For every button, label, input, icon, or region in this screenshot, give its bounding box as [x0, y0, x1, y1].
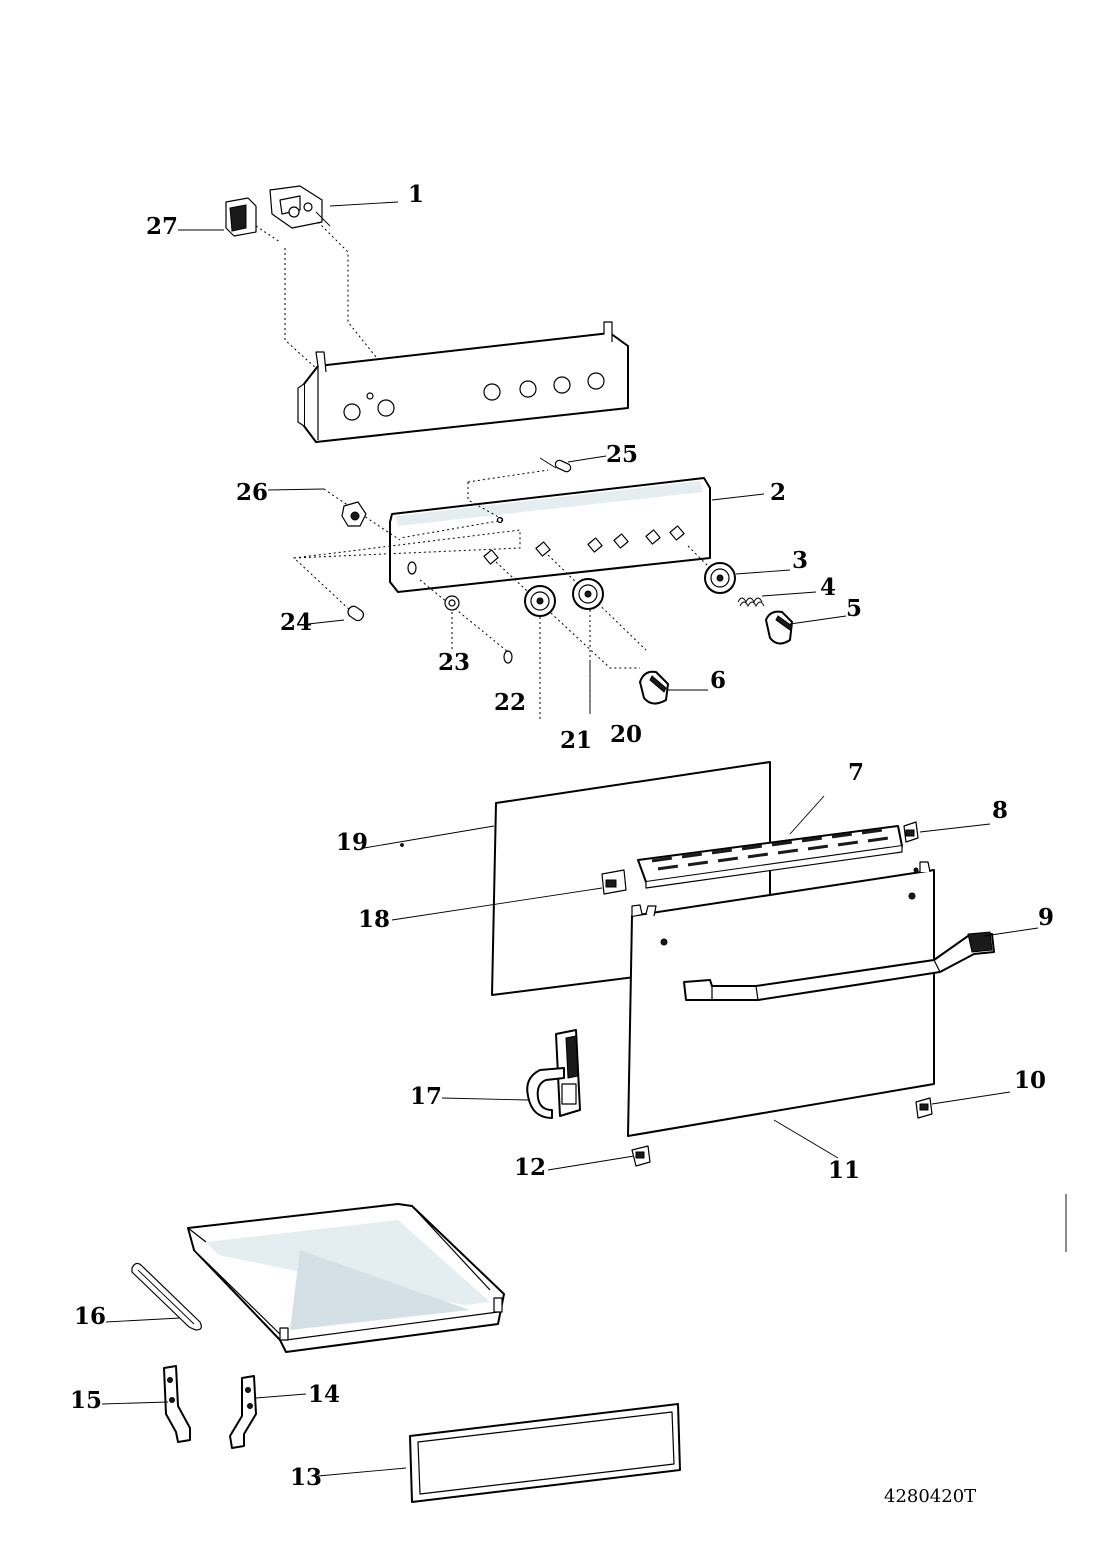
part-bracket-14 — [229, 1375, 257, 1449]
part-drawer-tray — [187, 1203, 505, 1353]
callout-10: 10 — [1014, 1067, 1046, 1094]
callout-24: 24 — [280, 609, 312, 636]
part-knob-ring-3 — [704, 562, 736, 594]
callout-8: 8 — [992, 797, 1008, 824]
callout-20: 20 — [610, 721, 642, 748]
callout-19: 19 — [336, 829, 368, 856]
callout-15: 15 — [70, 1387, 102, 1414]
callout-3: 3 — [792, 547, 808, 574]
part-clip-10 — [915, 1097, 933, 1119]
callout-11: 11 — [828, 1157, 860, 1184]
part-igniter-button-26 — [341, 501, 367, 527]
part-knob-ring-21 — [524, 585, 556, 617]
part-spring-4 — [737, 597, 765, 608]
callout-2: 2 — [770, 479, 786, 506]
part-heating-element-16 — [131, 1262, 202, 1331]
part-drawer-front-13 — [409, 1403, 681, 1503]
callout-4: 4 — [820, 574, 836, 601]
part-gas-tap-plug-25 — [539, 457, 572, 473]
part-rear-bracket — [297, 321, 629, 443]
part-clip-8 — [903, 821, 919, 843]
callout-labels: 1 2 3 4 5 6 7 8 9 10 11 12 13 14 15 16 1… — [70, 181, 1054, 1491]
part-bezel-23 — [444, 595, 460, 611]
part-knob-5 — [765, 610, 793, 645]
part-lens-22 — [503, 650, 513, 664]
part-pilot-light-24 — [347, 605, 365, 622]
callout-27: 27 — [146, 213, 178, 240]
part-clip-12 — [631, 1145, 651, 1167]
callout-5: 5 — [846, 595, 862, 622]
part-outer-door-11 — [627, 861, 935, 1137]
part-door-vent-7 — [637, 825, 903, 889]
part-handle-9 — [683, 931, 995, 1001]
callout-23: 23 — [438, 649, 470, 676]
part-knob-6 — [639, 670, 669, 705]
part-hinge-17 — [526, 1029, 581, 1119]
callout-21: 21 — [560, 727, 592, 754]
callout-16: 16 — [74, 1303, 106, 1330]
callout-22: 22 — [494, 689, 526, 716]
callout-1: 1 — [408, 181, 424, 208]
callout-12: 12 — [514, 1154, 546, 1181]
part-ignition-27 — [225, 197, 281, 243]
callout-26: 26 — [236, 479, 268, 506]
part-bracket-15 — [163, 1365, 191, 1443]
leader-lines — [101, 201, 1039, 1477]
callout-13: 13 — [290, 1464, 322, 1491]
part-switch-1 — [269, 185, 331, 229]
callout-17: 17 — [410, 1083, 442, 1110]
callout-18: 18 — [358, 906, 390, 933]
callout-14: 14 — [308, 1381, 340, 1408]
part-control-panel-2 — [389, 477, 711, 593]
callout-7: 7 — [848, 759, 864, 786]
callout-25: 25 — [606, 441, 638, 468]
callout-9: 9 — [1038, 904, 1054, 931]
drawing-reference: 4280420T — [884, 1486, 976, 1507]
part-knob-ring-20 — [572, 578, 604, 610]
callout-6: 6 — [710, 667, 726, 694]
part-clip-18 — [601, 869, 627, 895]
